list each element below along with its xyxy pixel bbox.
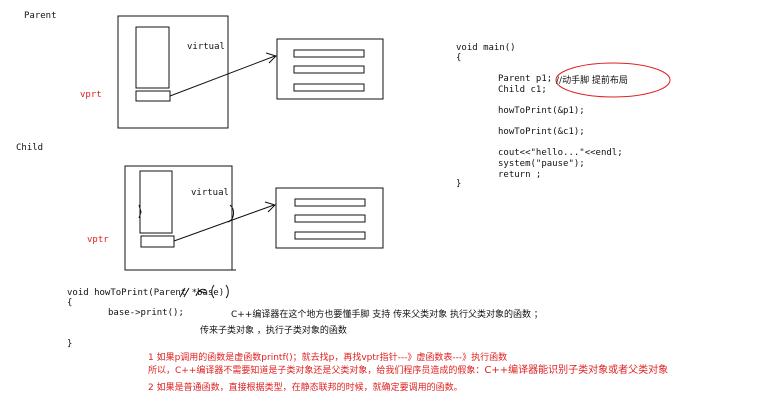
virtual-label-child: virtual (191, 188, 229, 198)
vptr-label: vptr (87, 235, 109, 245)
pen-mark (227, 204, 235, 223)
main-code-line: void main() (456, 43, 516, 53)
func-code-line: base->print(); (108, 308, 184, 318)
note-line: 1 如果p调用的函数是虚函数printf()；就去找p，再找vptr指针---》… (148, 353, 508, 363)
note-text: 所以，C++编译器不需要知道是子类对象还是父类对象，给我们程序员造成的假象： (148, 366, 485, 376)
parent-object-box (117, 15, 229, 129)
func-code-line: void howToPrint(Parent *base) (67, 288, 224, 298)
strike-mark (211, 284, 215, 299)
strike-mark (195, 288, 207, 297)
main-code-line: return ; (498, 170, 542, 180)
note-line: 所以，C++编译器不需要知道是子类对象还是父类对象，给我们程序员造成的假象：C+… (148, 361, 668, 376)
main-code-line: howToPrint(&p1); (498, 106, 585, 116)
func-signature: void howToPrint(Parent (67, 288, 192, 298)
virtual-label-parent: virtual (187, 42, 225, 52)
main-code-line: } (456, 179, 462, 189)
parent-members-box (135, 26, 170, 89)
func-code-line: { (67, 298, 73, 308)
child-members-box (139, 170, 173, 234)
main-code-line: Parent p1; (498, 74, 553, 84)
strike-mark (197, 290, 207, 294)
parent-vtable-entry (293, 65, 365, 74)
child-vptr-box (140, 235, 175, 248)
child-arrow-head (264, 201, 276, 213)
parent-label: Parent (24, 11, 57, 21)
func-arg: *base) (191, 288, 225, 298)
main-code-line: { (456, 53, 462, 63)
main-code-line: cout<<"hello..."<<endl; (498, 148, 623, 158)
child-vtable-entry (294, 214, 366, 223)
child-label: Child (16, 143, 44, 153)
note-line: 2 如果是普通函数，直接根据类型，在静态联邦的时候，就确定要调用的函数。 (148, 383, 463, 393)
pen-mark (138, 204, 142, 219)
main-code-comment: //动手脚 提前布局 (556, 76, 628, 86)
parent-vtable-entry (293, 49, 365, 58)
highlight-ellipse (555, 62, 671, 98)
vprt-label: vprt (80, 90, 102, 100)
parent-vptr-arrow (169, 55, 276, 97)
func-code-comment: C++编译器在这个地方也要懂手脚 支持 传来父类对象 执行父类对象的函数 ； (231, 310, 543, 320)
note-text: C++编译器能识别子类对象或者父类对象 (484, 365, 669, 376)
strike-mark (179, 287, 186, 298)
parent-arrow-head (265, 52, 277, 64)
parent-vtable-box (276, 38, 384, 100)
parent-vptr-box (135, 90, 171, 102)
func-code-line: } (67, 339, 73, 349)
main-code-line: system("pause"); (498, 159, 585, 169)
child-vtable-box (275, 187, 384, 249)
child-vtable-entry (294, 231, 366, 240)
strike-mark (183, 287, 190, 298)
child-vtable-entry (294, 198, 366, 207)
strike-mark (225, 284, 229, 299)
main-code-line: howToPrint(&c1); (498, 127, 585, 137)
child-object-box (124, 165, 233, 271)
func-code-comment: 传来子类对象 ，执行子类对象的函数 (200, 326, 347, 336)
child-vptr-arrow (173, 204, 275, 242)
parent-vtable-entry (293, 83, 365, 92)
main-code-line: Child c1; (498, 85, 547, 95)
